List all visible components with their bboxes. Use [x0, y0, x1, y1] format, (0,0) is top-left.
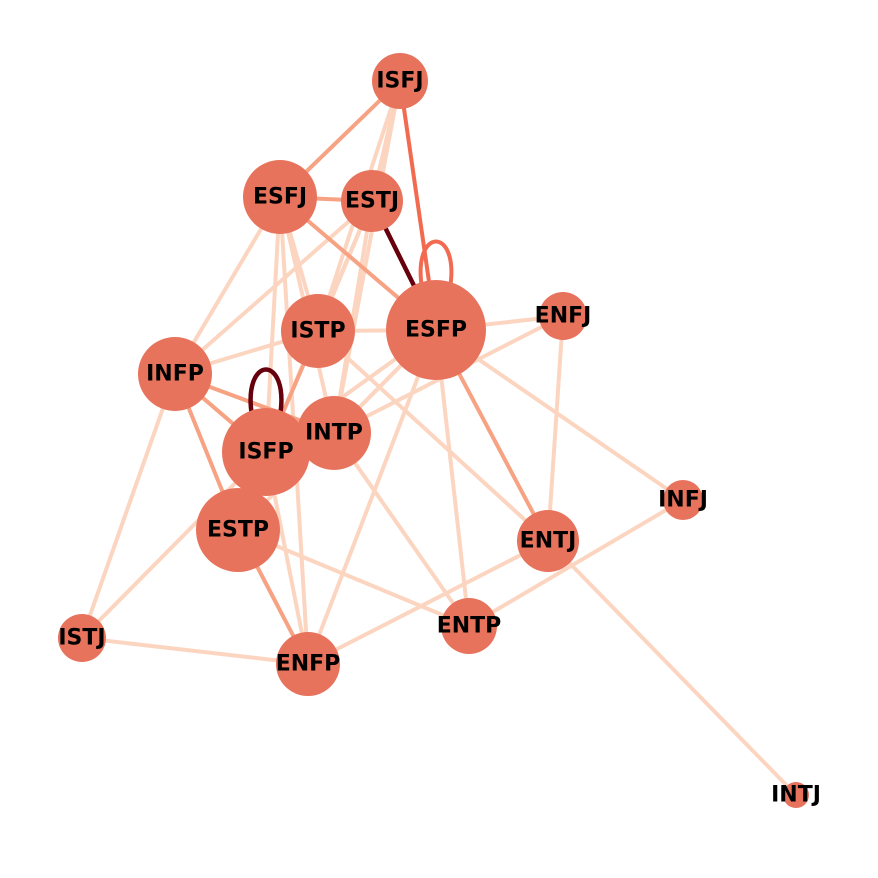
edge-enfj-entj — [546, 314, 565, 543]
node-label-enfj: ENFJ — [535, 304, 592, 329]
edge-entj-intj — [546, 539, 798, 797]
edge-entj-enfp — [306, 539, 550, 666]
node-enfp — [276, 632, 340, 696]
node-esfp — [386, 280, 486, 380]
node-estj — [341, 170, 403, 232]
node-label-infp: INFP — [146, 362, 204, 387]
label-layer: ISFJ ESFJ ESTJ ESFP ENFJ ISTP INFP INTP ISFP INFJ… — [58, 69, 821, 808]
node-entj — [517, 510, 579, 572]
self-loop-esfp — [418, 239, 454, 290]
edge-infp-istj — [80, 372, 177, 640]
node-infp — [138, 337, 212, 411]
node-esfj — [243, 160, 317, 234]
node-intp — [297, 396, 371, 470]
node-label-esfj: ESFJ — [253, 185, 307, 210]
self-loop-isfp — [248, 367, 284, 419]
node-isfj — [372, 53, 428, 109]
node-label-estp: ESTP — [207, 518, 269, 543]
node-infj — [663, 480, 703, 520]
node-label-entj: ENTJ — [520, 529, 577, 554]
node-label-entp: ENTP — [437, 614, 502, 639]
edge-istj-enfp — [80, 636, 310, 666]
edge-estj-intp — [332, 199, 374, 435]
node-label-isfp: ISFP — [238, 440, 293, 465]
node-label-infj: INFJ — [658, 488, 708, 513]
node-label-istp: ISTP — [290, 319, 345, 344]
node-label-istj: ISTJ — [58, 626, 105, 651]
node-label-intj: INTJ — [771, 783, 821, 808]
node-label-estj: ESTJ — [345, 189, 399, 214]
edge-estj-infp — [173, 199, 374, 376]
node-label-intp: INTP — [305, 421, 363, 446]
node-intj — [783, 782, 809, 808]
node-layer — [58, 53, 809, 808]
edge-istp-entj — [316, 329, 550, 543]
edge-esfp-enfp — [306, 328, 438, 666]
node-istj — [58, 614, 106, 662]
node-label-esfp: ESFP — [405, 318, 467, 343]
node-label-enfp: ENFP — [276, 652, 341, 677]
node-label-isfj: ISFJ — [376, 69, 423, 94]
node-isfp — [222, 408, 310, 496]
edge-infj-entp — [467, 498, 685, 628]
edge-layer — [80, 79, 798, 797]
node-estp — [196, 488, 280, 572]
node-istp — [281, 294, 355, 368]
node-enfj — [539, 292, 587, 340]
node-entp — [441, 598, 497, 654]
